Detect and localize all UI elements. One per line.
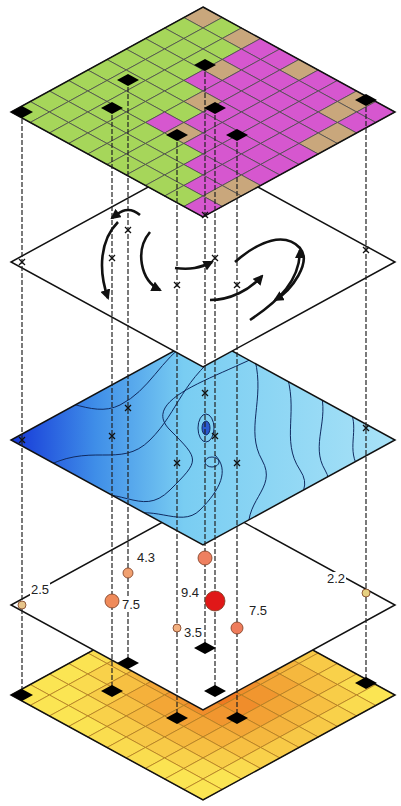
value-circle [123, 568, 133, 578]
cross-mark [363, 425, 369, 431]
sample-cell [204, 685, 226, 697]
cross-mark [202, 390, 208, 396]
sample-cell [204, 102, 226, 114]
sample-cell [101, 102, 123, 114]
layer-outline [11, 7, 395, 217]
sample-cell [194, 59, 216, 71]
value-label: 2.2 [326, 572, 346, 586]
flow-arrow [250, 250, 300, 320]
sample-cell [11, 689, 33, 701]
grid-cell [184, 779, 222, 800]
value-circle [105, 594, 119, 608]
cross-mark [19, 437, 25, 443]
grid-cell [184, 196, 222, 217]
flow-arrow [102, 222, 118, 298]
value-circle [18, 601, 26, 609]
value-label: 9.4 [180, 586, 200, 600]
sample-cell [166, 712, 188, 724]
cross-mark [212, 255, 218, 261]
value-circle [173, 624, 181, 632]
value-circle [362, 589, 370, 597]
value-circle [198, 551, 212, 565]
cross-mark [234, 460, 240, 466]
value-label: 3.5 [183, 626, 203, 640]
sample-cell [355, 94, 377, 106]
value-circle [231, 622, 243, 634]
cross-mark [174, 282, 180, 288]
land-use-grid-layer [11, 7, 395, 217]
sample-cell [117, 657, 139, 669]
cross-mark [174, 460, 180, 466]
cross-mark [109, 255, 115, 261]
cross-mark [212, 433, 218, 439]
flow-layer [11, 157, 395, 367]
sample-cell [117, 74, 139, 86]
cross-mark [234, 282, 240, 288]
flow-arrow [112, 210, 140, 218]
cross-mark [125, 405, 131, 411]
value-label: 7.5 [248, 604, 268, 618]
flow-arrow [210, 276, 262, 300]
cross-mark [363, 247, 369, 253]
sample-cell [166, 129, 188, 141]
sample-cell [194, 642, 216, 654]
value-label: 4.3 [136, 551, 156, 565]
cross-mark [109, 433, 115, 439]
cross-mark [202, 212, 208, 218]
sample-cell [226, 712, 248, 724]
flow-arrow [141, 232, 160, 290]
value-circle [205, 591, 225, 611]
cross-mark [125, 227, 131, 233]
value-label: 7.5 [121, 598, 141, 612]
sample-cell [11, 106, 33, 118]
cross-mark [19, 259, 25, 265]
sample-cell [355, 677, 377, 689]
flow-arrow [175, 262, 212, 269]
sample-cell [101, 685, 123, 697]
value-label: 2.5 [30, 583, 50, 597]
sample-cell [226, 129, 248, 141]
